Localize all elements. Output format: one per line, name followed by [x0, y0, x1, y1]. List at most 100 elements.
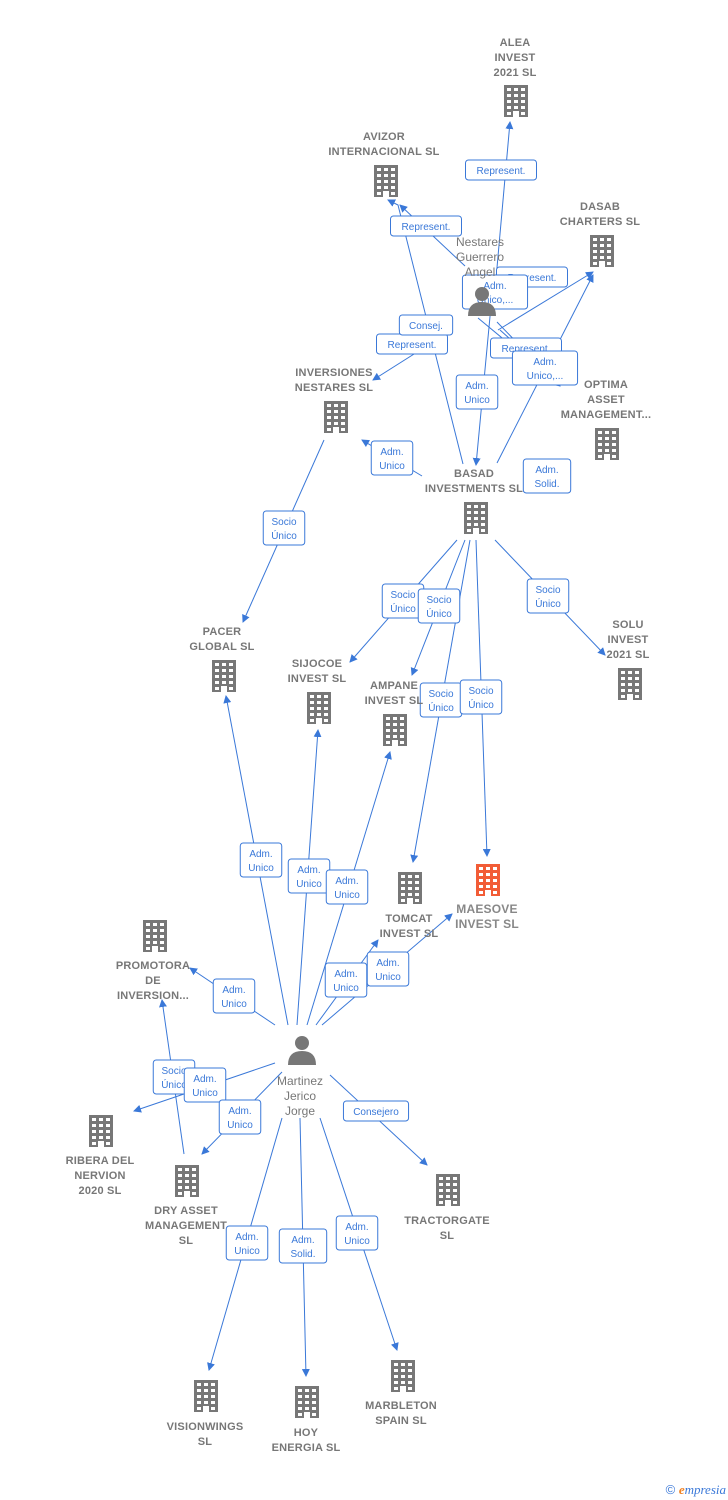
building-window [146, 923, 150, 926]
edge-label-box[interactable]: Represent. [390, 215, 462, 237]
building-window [192, 1168, 196, 1171]
building-window [310, 719, 314, 722]
building-window [153, 941, 157, 944]
building-window [481, 511, 485, 514]
company-node-optima[interactable]: OPTIMAASSETMANAGEMENT... [561, 379, 652, 460]
edge-label-text: Adm. [193, 1074, 216, 1085]
person-label: Martinez [277, 1074, 323, 1088]
edge-label-box[interactable]: Adm.Unico [287, 858, 331, 894]
edge-label-box[interactable]: Adm.Unico [212, 978, 256, 1014]
edge-label-frame [225, 1225, 269, 1261]
building-window [185, 1168, 189, 1171]
edge-label-box[interactable]: Adm.Solid. [278, 1228, 328, 1264]
building-window [92, 1130, 96, 1133]
building-window [394, 1387, 398, 1390]
building-window [605, 443, 609, 446]
company-label: AMPANE [370, 680, 418, 692]
company-label: 2020 SL [79, 1185, 122, 1197]
building-window [408, 1375, 412, 1378]
building-window [439, 1183, 443, 1186]
building-window [486, 873, 490, 876]
building-window [178, 1186, 182, 1189]
building-window [598, 443, 602, 446]
building-window [605, 431, 609, 434]
edge-label-box[interactable]: Adm. Unico [239, 842, 283, 878]
edge-label-text: Socio [271, 517, 296, 528]
building-window [612, 437, 616, 440]
edge-label-box[interactable]: Adm.Unico [225, 1225, 269, 1261]
edge-label-text: Unico [248, 863, 274, 874]
edge-label-text: Adm. [249, 849, 272, 860]
edge-label-box[interactable]: Adm. Unico [183, 1067, 227, 1103]
company-label: INVERSION... [117, 990, 189, 1002]
edge-label-box[interactable]: Consejero [342, 1100, 410, 1122]
building-window [146, 935, 150, 938]
edge-label-box[interactable]: Consej. [398, 314, 454, 336]
edge-label-frame [325, 869, 369, 905]
company-label: MANAGEMENT [145, 1220, 227, 1232]
edge-label-box[interactable]: Represent. [376, 333, 448, 355]
company-label: INVEST SL [380, 928, 439, 940]
building-window [160, 935, 164, 938]
brand-logo[interactable]: empresia [678, 1482, 726, 1497]
person-label: Jerico [284, 1089, 316, 1103]
edge-label-text: Adm. [228, 1106, 251, 1117]
edge-label-box[interactable]: Adm.Solid. [522, 458, 572, 494]
edge-label-box[interactable]: Adm.Unico,... [461, 274, 529, 310]
edge-label-box[interactable]: Adm.Unico [335, 1215, 379, 1251]
building-icon [595, 428, 619, 460]
building-window [521, 112, 525, 115]
building-window [467, 511, 471, 514]
building-window [481, 505, 485, 508]
edge-label-box[interactable]: Adm.Unico [325, 869, 369, 905]
edge-label-box[interactable]: Adm.Unico [455, 374, 499, 410]
edge-label-box[interactable]: Adm.Unico [218, 1099, 262, 1135]
edge-label-box[interactable]: Adm.Unico,... [511, 350, 579, 386]
building-window [312, 1401, 316, 1404]
edge-label-box[interactable]: Adm.Unico [324, 962, 368, 998]
building-window [317, 713, 321, 716]
edge-label-box[interactable]: Represent. [465, 159, 537, 181]
building-window [401, 875, 405, 878]
company-label: PACER [203, 626, 242, 638]
building-window [298, 1407, 302, 1410]
edge-label-text: Unico [333, 983, 359, 994]
building-window [401, 881, 405, 884]
edge-label-text: Unico [192, 1088, 218, 1099]
building-window [474, 517, 478, 520]
edge-label-text: Unico [379, 461, 405, 472]
building-window [310, 713, 314, 716]
building-icon [89, 1115, 113, 1147]
building-window [635, 689, 639, 692]
edge-label-box[interactable]: Adm.Unico [370, 440, 414, 476]
building-window [598, 455, 602, 458]
company-node-promotora[interactable]: PROMOTORADEINVERSION... [116, 920, 190, 1002]
edge-label-box[interactable]: Adm.Unico [366, 951, 410, 987]
building-icon [590, 235, 614, 267]
